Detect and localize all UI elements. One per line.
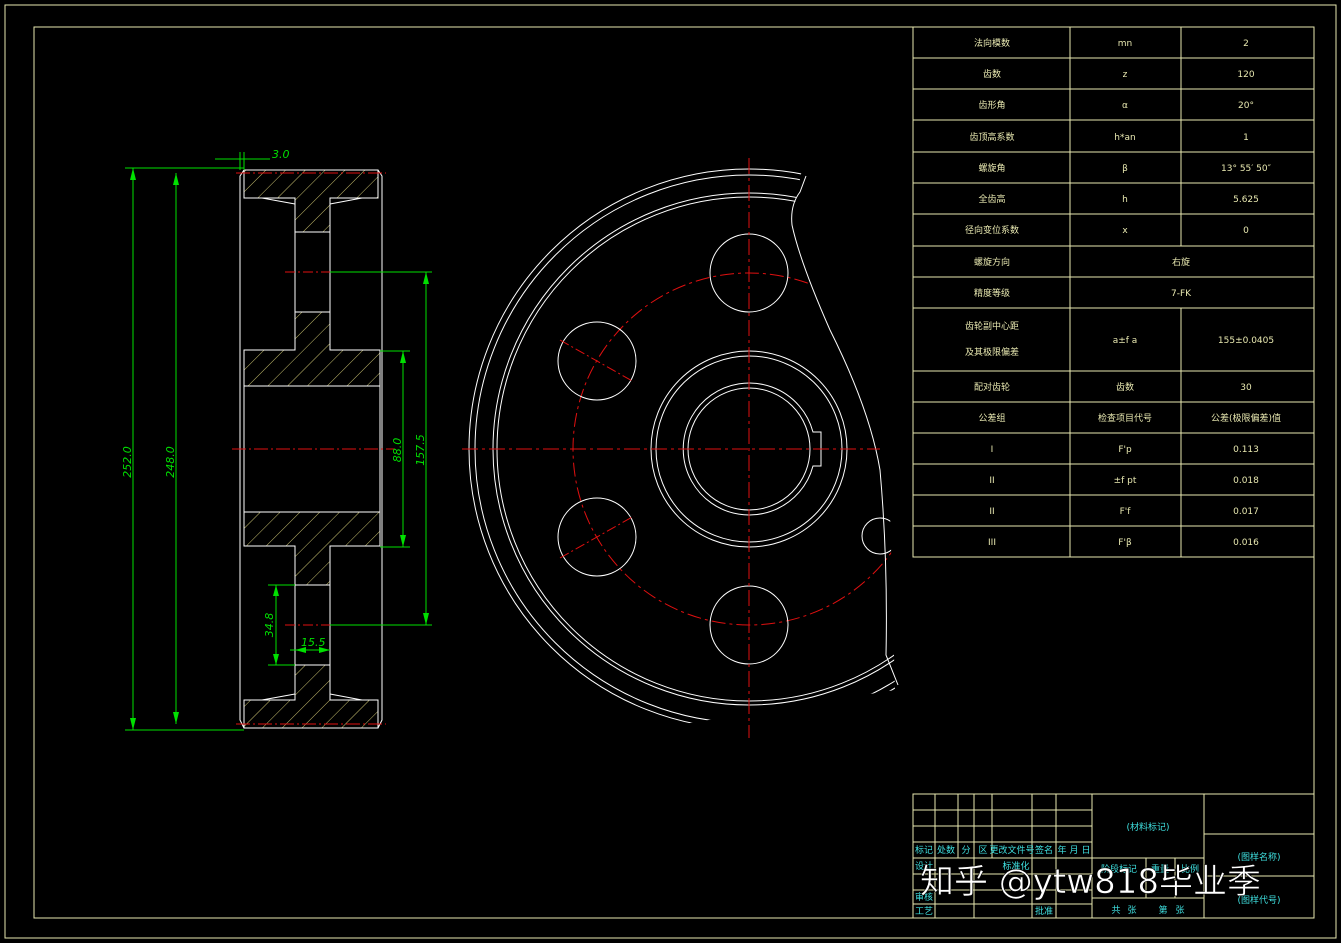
param-name-2: 及其极限偏差	[965, 346, 1019, 358]
param-name: 法向模数	[974, 37, 1010, 49]
param-symbol: β	[1122, 164, 1128, 174]
param-symbol: ±f pt	[1114, 476, 1137, 486]
param-name: III	[988, 538, 996, 548]
dim-hole-size: 34.8	[263, 613, 276, 638]
param-value: 155±0.0405	[1218, 336, 1274, 346]
param-name: 精度等级	[974, 287, 1010, 299]
param-value: 0	[1243, 226, 1249, 236]
tb-weight: 重量	[1151, 863, 1169, 875]
param-value: 5.625	[1233, 195, 1259, 205]
param-name: II	[989, 507, 994, 517]
param-symbol: α	[1122, 101, 1128, 111]
param-symbol: 齿数	[1116, 381, 1134, 393]
param-name: 齿顶高系数	[969, 131, 1014, 143]
tb-drawing-code: (图样代号)	[1237, 894, 1280, 906]
param-value: 120	[1237, 70, 1254, 80]
title-block: 标记 处数 分 区 更改文件号 签名 年 月 日 设计 标准化 审核 工艺 批准…	[912, 793, 1315, 919]
param-name: 齿轮副中心距	[965, 320, 1019, 332]
lightening-hole	[557, 321, 637, 401]
tb-label: 年	[1057, 844, 1066, 856]
param-name: II	[989, 476, 994, 486]
param-value: 0.113	[1233, 445, 1259, 455]
param-name: 齿形角	[978, 99, 1005, 111]
dim-pitch-diameter: 248.0	[164, 446, 177, 478]
tb-standard: 标准化	[1002, 860, 1029, 872]
tb-label: 日	[1081, 845, 1090, 856]
param-symbol: F'β	[1118, 538, 1132, 548]
outer-frame	[4, 4, 1337, 939]
param-name: 螺旋方向	[974, 256, 1010, 268]
tb-sheet: 张	[1127, 905, 1136, 916]
tb-total: 共	[1111, 905, 1120, 916]
tb-page: 第	[1158, 904, 1167, 916]
param-symbol: h	[1122, 195, 1128, 205]
param-value: 0.018	[1233, 476, 1259, 486]
lightening-hole	[557, 497, 637, 577]
param-name: 径向变位系数	[965, 224, 1019, 236]
inner-frame	[33, 26, 1315, 919]
param-symbol: h*an	[1114, 133, 1135, 143]
param-symbol: F'f	[1120, 507, 1132, 517]
param-value: 7-FK	[1171, 289, 1192, 299]
param-symbol: z	[1123, 70, 1128, 80]
dim-outer-diameter: 252.0	[121, 446, 134, 478]
tb-label: 标记	[915, 844, 933, 856]
tb-scale: 比例	[1181, 863, 1199, 875]
param-value: 20°	[1238, 101, 1254, 111]
watermark: 知乎 @ytw818毕业季	[920, 862, 1261, 902]
tb-label: 签名	[1035, 844, 1053, 856]
tb-label: 处数	[937, 844, 955, 856]
hatch-bottom-rim	[243, 664, 379, 729]
param-value: 13° 55′ 50″	[1221, 164, 1272, 174]
tb-label: 更改文件号	[989, 844, 1034, 856]
param-name: 齿数	[983, 68, 1001, 80]
param-symbol: a±f a	[1113, 336, 1138, 346]
tb-review: 审核	[915, 891, 933, 903]
param-value: 30	[1240, 383, 1252, 393]
tb-stage: 阶段标记	[1101, 863, 1137, 875]
param-value: 2	[1243, 39, 1249, 49]
param-value: 0.017	[1233, 507, 1259, 517]
param-value: 1	[1243, 133, 1249, 143]
section-view	[232, 169, 395, 729]
tb-label: 分	[961, 845, 970, 856]
tb-design: 设计	[915, 860, 933, 872]
param-name: I	[991, 445, 994, 455]
tb-label: 区	[978, 845, 987, 856]
dim-bore: 88.0	[391, 438, 404, 463]
param-value: 右旋	[1172, 256, 1190, 268]
dim-rim-width: 3.0	[272, 148, 290, 161]
bore-with-keyway	[682, 382, 822, 516]
param-value: 0.016	[1233, 538, 1259, 548]
param-name: 全齿高	[978, 193, 1005, 205]
front-view	[462, 158, 899, 738]
dimensions: 252.0 248.0 3.0 88.0 157.5 34.8	[121, 148, 432, 731]
param-symbol: F'p	[1118, 445, 1132, 455]
param-symbol: 检查项目代号	[1098, 412, 1152, 424]
break-line	[791, 175, 899, 686]
param-value: 公差(极限偏差)值	[1211, 412, 1281, 424]
tb-process: 工艺	[915, 906, 933, 917]
dim-hub-circle: 157.5	[414, 434, 427, 466]
tb-approve: 批准	[1035, 905, 1053, 917]
hatch-top-rim	[243, 169, 379, 233]
tb-page2: 张	[1175, 905, 1184, 916]
param-name: 配对齿轮	[974, 381, 1010, 393]
param-symbol: mn	[1118, 39, 1132, 49]
tb-drawing-name: (图样名称)	[1237, 851, 1280, 863]
param-name: 螺旋角	[978, 162, 1005, 174]
param-symbol: x	[1122, 226, 1128, 236]
tb-material: (材料标记)	[1126, 821, 1169, 833]
hatch-top-web	[243, 311, 381, 387]
hatch-bottom-web	[243, 511, 381, 586]
parameter-table: 法向模数 mn 2 齿数 z 120 齿形角 α 20° 齿顶高系数 h*an …	[912, 26, 1315, 558]
tb-label: 月	[1069, 845, 1078, 856]
dim-web-thickness: 15.5	[301, 636, 326, 649]
param-name: 公差组	[978, 412, 1005, 424]
